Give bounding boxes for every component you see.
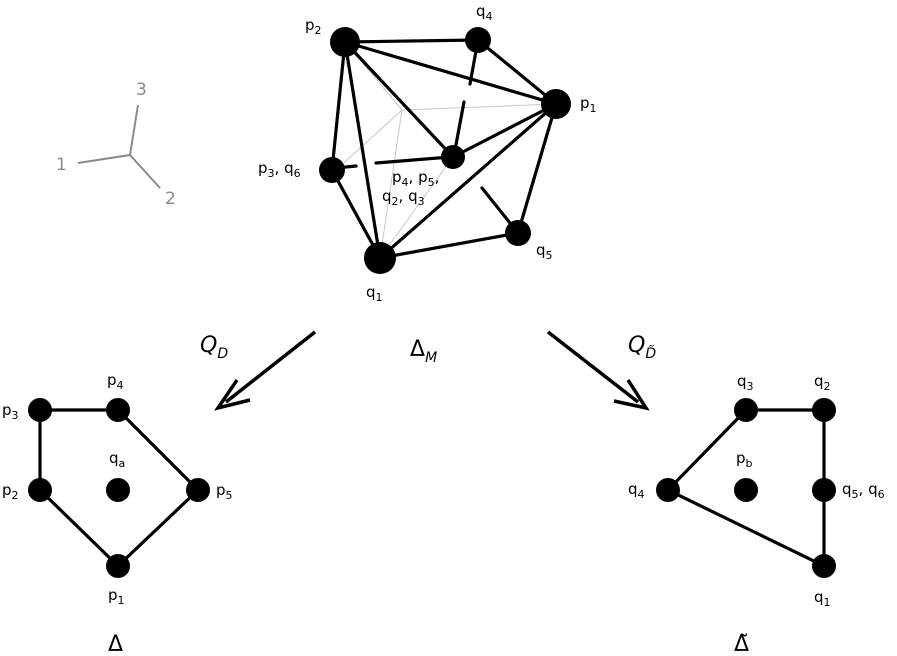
edge <box>516 102 558 235</box>
polytope-delta-m: p2 q4 p1 p3, q6 p4, p5, q2, q3 q5 q1 <box>258 2 597 304</box>
label-map-qdtilde: QD̃ <box>628 333 656 362</box>
label-q1: q1 <box>366 283 383 304</box>
label-q4: q4 <box>628 480 645 501</box>
hidden-edge <box>401 103 557 111</box>
polygon-delta-outline <box>38 408 201 569</box>
hidden-edge <box>379 109 403 259</box>
edge <box>378 102 558 260</box>
label-q2: q2 <box>814 372 831 393</box>
vertex-q5 <box>505 220 531 246</box>
vertex-p2 <box>28 478 52 502</box>
vertex-pb <box>734 478 758 502</box>
vertex-q3 <box>734 398 758 422</box>
axis-2-label: 2 <box>165 189 176 209</box>
vertex-qa <box>106 478 130 502</box>
label-p1: p1 <box>580 94 597 115</box>
edge <box>343 40 455 159</box>
vertex-p4 <box>106 398 130 422</box>
axis-1-line <box>77 154 131 164</box>
label-q5-q6: q5, q6 <box>842 480 885 501</box>
label-delta-tilde: Δ̃ <box>734 632 749 656</box>
edge <box>330 168 382 260</box>
polygon-delta-tilde: q3 q2 q4 pb q5, q6 q1 <box>628 372 885 609</box>
edge <box>378 231 520 260</box>
vertex-q4 <box>656 478 680 502</box>
hidden-edge <box>335 109 403 171</box>
vertex-q4 <box>465 27 491 53</box>
label-p4-p5: p4, p5, <box>392 168 439 189</box>
edge <box>451 102 558 159</box>
vertex-q1 <box>364 242 396 274</box>
label-pb: pb <box>736 449 753 470</box>
label-delta: Δ <box>108 632 123 656</box>
vertex-p2 <box>330 27 360 57</box>
label-p1: p1 <box>108 586 125 607</box>
arrow-left <box>213 330 317 411</box>
edge-partial <box>453 100 466 152</box>
edge-partial <box>374 155 452 165</box>
label-map-qd: QD <box>200 333 228 362</box>
arrow-right <box>546 330 650 411</box>
edge <box>343 40 558 106</box>
axis-3-line <box>129 104 139 156</box>
label-p3-q6: p3, q6 <box>258 159 301 180</box>
axis-3-label: 3 <box>136 80 147 100</box>
label-q1: q1 <box>814 588 831 609</box>
axis-1-label: 1 <box>56 155 67 175</box>
label-delta-m: ΔM <box>410 337 437 366</box>
edge <box>476 38 558 106</box>
vertex-center <box>441 145 465 169</box>
edge <box>343 40 382 260</box>
vertex-q1 <box>812 554 836 578</box>
label-p3: p3 <box>2 401 19 422</box>
edge <box>330 40 347 172</box>
label-p2: p2 <box>2 481 19 502</box>
label-q4: q4 <box>476 2 493 23</box>
label-p4: p4 <box>107 371 124 392</box>
vertex-p3-q6 <box>319 157 345 183</box>
edge <box>343 38 480 44</box>
hidden-edge <box>379 156 454 259</box>
label-p2: p2 <box>305 16 322 37</box>
label-q5: q5 <box>536 241 553 262</box>
label-q2-q3: q2, q3 <box>382 187 425 208</box>
vertex-q5-q6 <box>812 478 836 502</box>
polygon-delta: p3 p4 p2 qa p5 p1 <box>2 371 233 607</box>
label-q3: q3 <box>737 372 754 393</box>
vertex-q2 <box>812 398 836 422</box>
axis-2-line <box>129 154 161 189</box>
label-p5: p5 <box>216 481 233 502</box>
vertex-p1 <box>541 89 571 119</box>
label-qa: qa <box>109 449 125 470</box>
axis-indicator: 1 3 2 <box>56 80 176 209</box>
vertex-p1 <box>106 554 130 578</box>
vertex-p3 <box>28 398 52 422</box>
vertex-p5 <box>186 478 210 502</box>
